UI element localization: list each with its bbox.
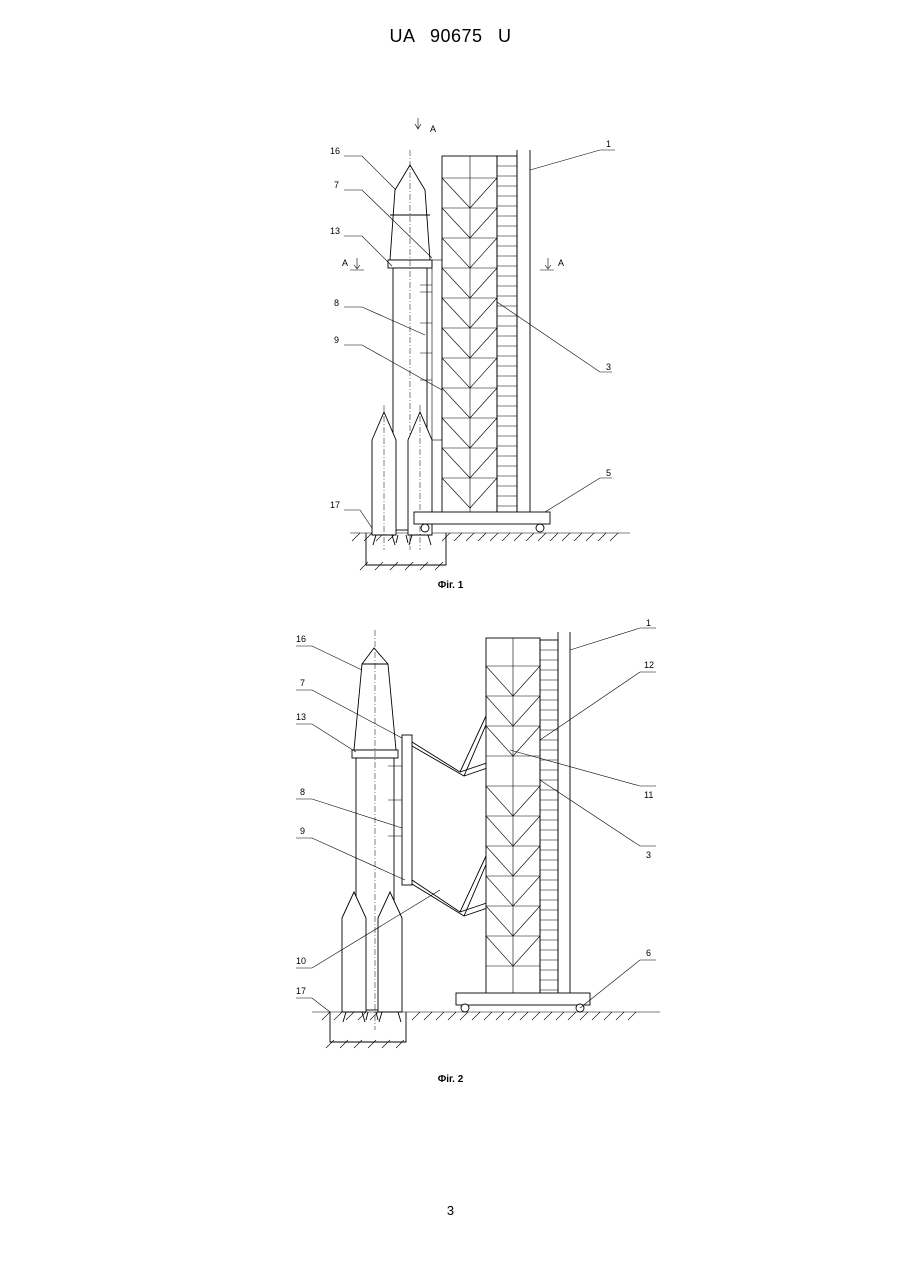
section-mark-right: A [558,258,564,268]
label-1: 1 [646,618,651,628]
label-9: 9 [300,826,305,836]
label-13: 13 [330,226,340,236]
label-12: 12 [644,660,654,670]
label-1: 1 [606,139,611,149]
label-16: 16 [330,146,340,156]
label-7: 7 [300,678,305,688]
label-17: 17 [330,500,340,510]
label-9: 9 [334,335,339,345]
figure-2-caption: Фіг. 2 [0,1074,901,1085]
figure-1-labels: 16 7 13 8 9 17 1 3 5 A A A [0,110,901,650]
label-6: 6 [646,948,651,958]
label-8: 8 [334,298,339,308]
label-17: 17 [296,986,306,996]
label-7: 7 [334,180,339,190]
label-8: 8 [300,787,305,797]
label-11: 11 [644,790,653,800]
label-3: 3 [606,362,611,372]
label-3: 3 [646,850,651,860]
figure-2: 16 7 13 8 9 10 17 1 12 11 3 6 Фіг. 2 [0,600,901,1140]
label-10: 10 [296,956,306,966]
page-number: 3 [0,1203,901,1218]
figure-1: 16 7 13 8 9 17 1 3 5 A A A Фіг. 1 [0,110,901,650]
label-13: 13 [296,712,306,722]
section-mark-left: A [342,258,348,268]
patent-number-header: UA 90675 U [0,26,901,47]
label-16: 16 [296,634,306,644]
figure-2-labels: 16 7 13 8 9 10 17 1 12 11 3 6 [0,600,901,1140]
figure-1-caption: Фіг. 1 [0,580,901,591]
label-5: 5 [606,468,611,478]
section-mark-top: A [430,124,436,134]
